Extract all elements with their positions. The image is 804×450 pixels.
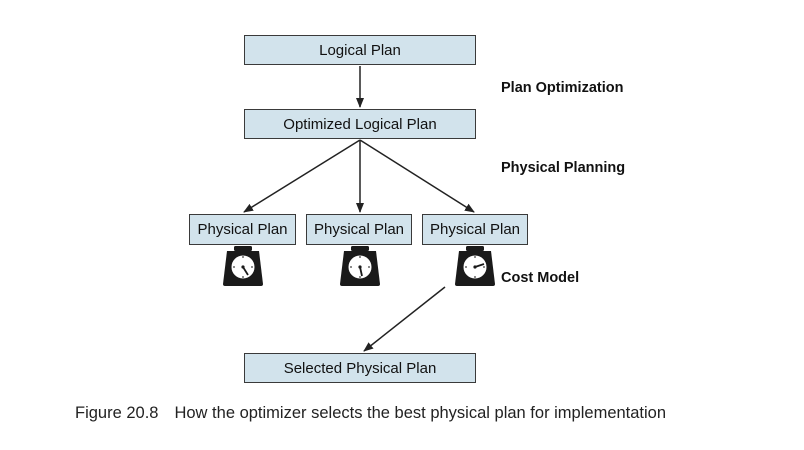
optimized-logical-plan-box: Optimized Logical Plan xyxy=(244,109,476,139)
physical-plan-box: Physical Plan xyxy=(189,214,296,245)
selected-physical-plan-box: Selected Physical Plan xyxy=(244,353,476,383)
arrow-cost-model-to-selected xyxy=(363,286,446,352)
arrow-optimized-to-physical-1 xyxy=(243,139,361,213)
logical-plan-box: Logical Plan xyxy=(244,35,476,65)
figure-caption: Figure 20.8 How the optimizer selects the… xyxy=(75,404,666,423)
arrow-optimized-to-physical-3 xyxy=(359,139,475,213)
cost-model-label: Cost Model xyxy=(501,270,580,286)
physical-plan-box: Physical Plan xyxy=(306,214,412,245)
figure-number: Figure 20.8 xyxy=(75,404,159,422)
scale-icon xyxy=(455,246,495,286)
scale-icon xyxy=(223,246,263,286)
physical-plan-box: Physical Plan xyxy=(422,214,528,245)
figure-caption-text: How the optimizer selects the best physi… xyxy=(174,404,667,422)
plan-optimization-label: Plan Optimization xyxy=(501,80,624,96)
scale-icon xyxy=(340,246,380,286)
physical-planning-label: Physical Planning xyxy=(501,160,626,176)
